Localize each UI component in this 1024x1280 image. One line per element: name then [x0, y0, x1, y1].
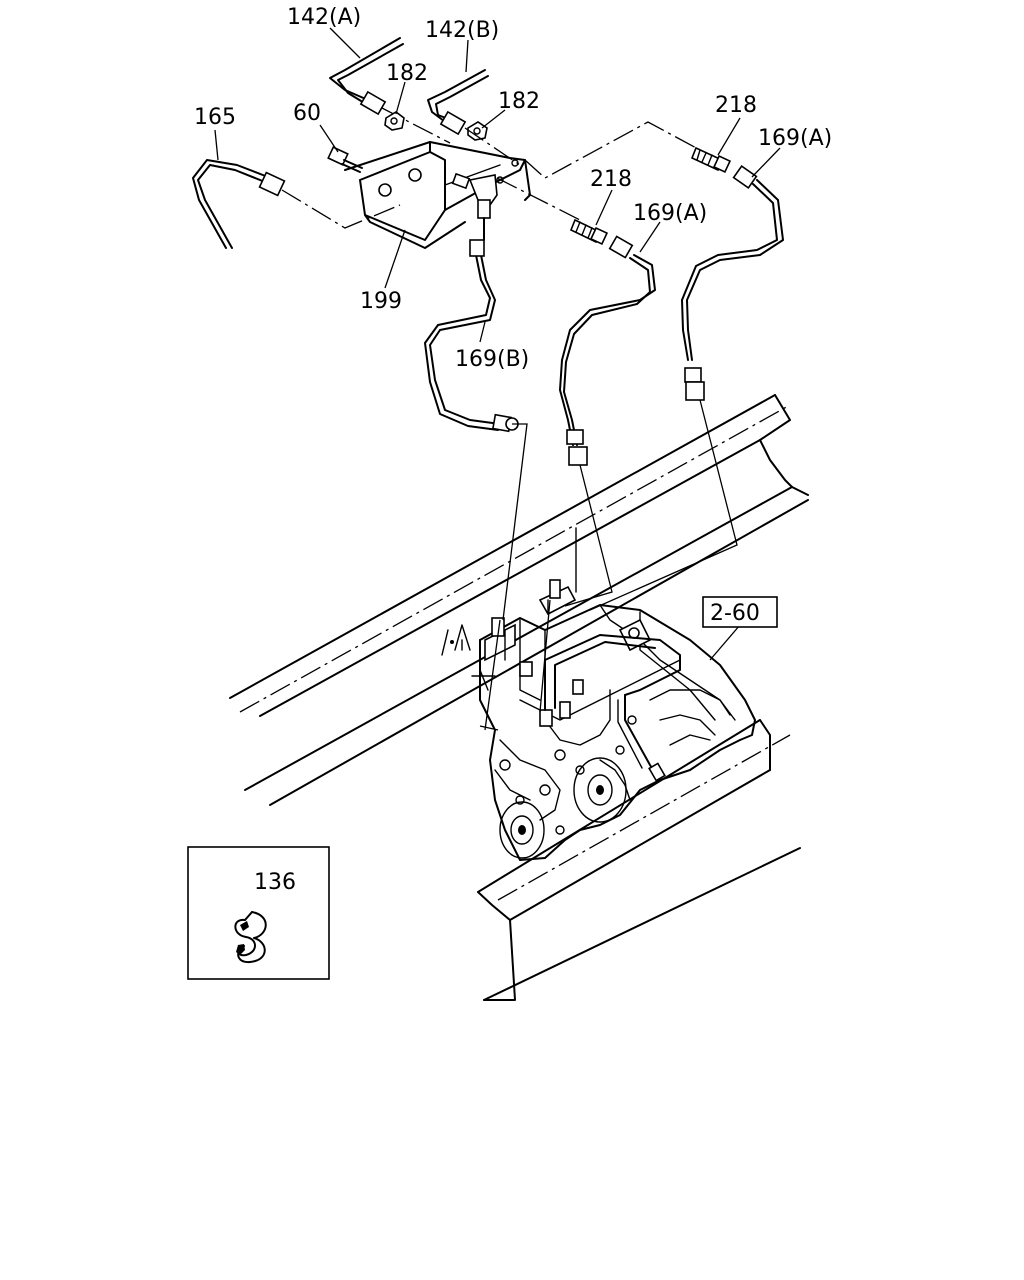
- connection-lines: [479, 399, 738, 731]
- reference-2-60-label: 2-60: [710, 601, 760, 626]
- leader-bracket-to-218-top: [524, 121, 701, 179]
- transmission-assembly: [441, 527, 756, 861]
- clip-136-icon: [234, 911, 267, 964]
- callout-169a-top: 169(A): [758, 126, 832, 151]
- pipe-165: [192, 159, 401, 249]
- callout-142a: 142(A): [287, 5, 361, 30]
- callout-60: 60: [293, 101, 321, 126]
- nut-182-right: [467, 121, 488, 141]
- callout-182-left: 182: [386, 61, 428, 86]
- pipe-142b: [427, 69, 521, 166]
- callout-199: 199: [360, 289, 402, 314]
- frame-rail-lower: [477, 719, 801, 1001]
- pipe-169a-mid: [559, 235, 656, 466]
- callout-218-mid: 218: [590, 167, 632, 192]
- callout-169b: 169(B): [455, 347, 529, 372]
- fitting-218-mid: [569, 218, 609, 246]
- callout-169a-mid: 169(A): [633, 201, 707, 226]
- bolt-60: [327, 146, 363, 173]
- nut-182-left: [384, 111, 405, 131]
- centerline-lower: [497, 734, 791, 901]
- callout-165: 165: [194, 105, 236, 130]
- reference-2-60: 2-60: [702, 596, 778, 628]
- callout-182-right: 182: [498, 89, 540, 114]
- pipe-169a-right: [681, 164, 784, 401]
- callout-218-top: 218: [715, 93, 757, 118]
- callout-136: 136: [254, 870, 296, 895]
- bracket-199: [344, 141, 531, 249]
- frame-rail-upper: [229, 394, 809, 806]
- leader-fitting-to-218-mid: [496, 177, 581, 221]
- fitting-218-top: [690, 146, 732, 174]
- inset-136: 136: [187, 846, 330, 980]
- pipe-169b: [424, 239, 519, 433]
- callout-142b: 142(B): [425, 18, 499, 43]
- callout-leaders: [214, 27, 781, 919]
